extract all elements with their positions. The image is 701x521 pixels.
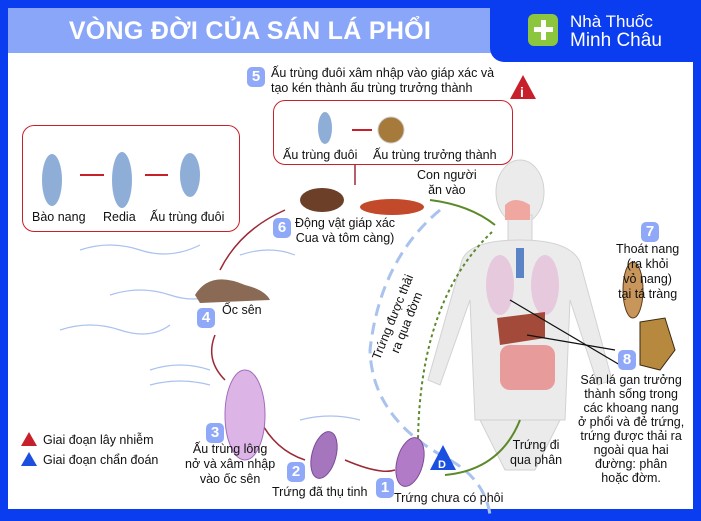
legend-diagnostic: Giai đoạn chẩn đoán: [43, 453, 159, 467]
water-waves: [59, 244, 361, 421]
crayfish: [360, 199, 424, 215]
label-cercaria-box: Ấu trùng đuôi: [283, 148, 358, 162]
step-1-badge: 1: [376, 478, 394, 498]
label-cercaria: Ấu trùng đuôi: [150, 210, 225, 224]
svg-text:i: i: [520, 84, 524, 100]
legend-infection: Giai đoạn lây nhiễm: [43, 433, 154, 447]
page-title: VÒNG ĐỜI CỦA SÁN LÁ PHỔI: [8, 8, 492, 53]
step-2-badge: 2: [287, 462, 305, 482]
intestines: [500, 345, 555, 390]
diagram-canvas: [8, 8, 693, 509]
crab: [300, 188, 344, 212]
stage-arrows: [80, 129, 372, 176]
step-2-text: Trứng đã thụ tinh: [272, 485, 368, 499]
trachea: [516, 248, 524, 278]
step-4-badge: 4: [197, 308, 215, 328]
label-metacercaria: Ấu trùng trưởng thành: [373, 148, 497, 162]
excysted-larva: [622, 261, 644, 319]
arrow-sputum: [417, 231, 493, 441]
lung-left: [486, 255, 514, 315]
pointer-arrow: [526, 334, 616, 351]
arrow-feces: [444, 419, 521, 476]
crustacean-stages-box: [273, 100, 513, 165]
infection-stage-icon: [510, 75, 536, 99]
diagnostic-stage-icon: [430, 445, 456, 470]
unembryonated-egg: [395, 437, 425, 487]
snail-stages-box: [22, 125, 240, 232]
legend-infection-icon: [21, 432, 37, 446]
mouth: [505, 200, 530, 220]
arrow-eaten: [429, 199, 496, 226]
cercaria-image: [318, 112, 332, 144]
step-1-text: Trứng chưa có phôi: [394, 491, 504, 505]
water-boundary: [368, 208, 492, 516]
brand-line1: Nhà Thuốc: [570, 12, 653, 31]
label-redia: Redia: [103, 210, 136, 224]
metacercaria-image: [377, 116, 405, 144]
redia-image: [112, 152, 132, 208]
step-8-badge: 8: [618, 350, 636, 370]
brand-logo: Nhà Thuốc Minh Châu: [490, 0, 701, 62]
svg-text:D: D: [438, 459, 446, 471]
plus-icon: [528, 14, 558, 46]
sporocyst-image: [42, 154, 62, 206]
lung-right: [531, 255, 559, 315]
step-4-text: Ốc sên: [222, 303, 262, 317]
snail: [195, 279, 270, 303]
liver: [497, 312, 545, 345]
brand-line2: Minh Châu: [570, 30, 662, 51]
miracidium: [224, 369, 266, 461]
step-5-badge: 5: [247, 67, 265, 87]
fertilized-egg: [310, 431, 338, 479]
adult-fluke: [639, 317, 676, 371]
label-sporocyst: Bào nang: [32, 210, 86, 224]
step-6-badge: 6: [273, 218, 291, 238]
step-7-badge: 7: [641, 222, 659, 242]
legend-diagnostic-icon: [21, 452, 37, 466]
step-3-badge: 3: [206, 423, 224, 443]
cercaria-image-2: [180, 153, 200, 197]
